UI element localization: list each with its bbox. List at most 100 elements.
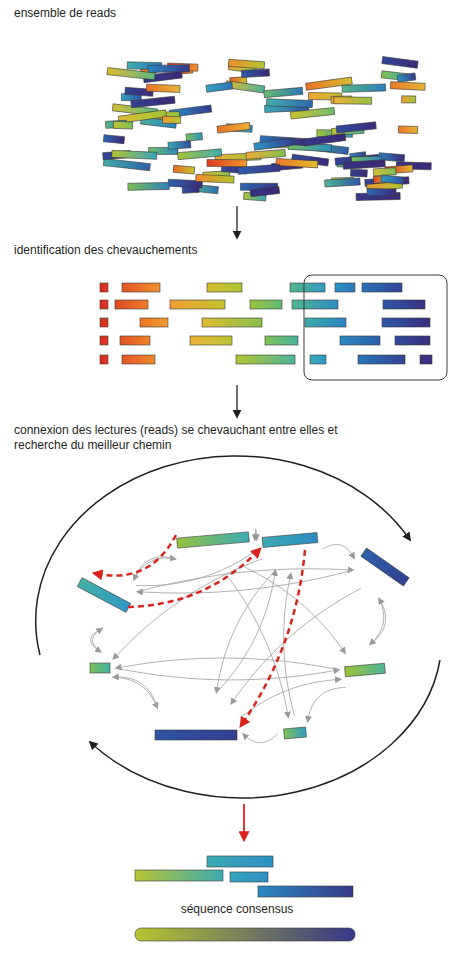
read-bar <box>276 158 318 167</box>
best-path <box>241 550 305 726</box>
overlap-link <box>113 559 262 659</box>
read-bar <box>112 150 157 159</box>
read-bar <box>266 99 312 108</box>
overlap-link <box>137 569 353 592</box>
read-bar <box>334 97 372 105</box>
aligned-read <box>395 336 430 345</box>
read-bar <box>146 84 180 92</box>
aligned-read <box>362 283 402 292</box>
overlap-link <box>216 570 275 692</box>
read-bar <box>246 149 286 159</box>
graph-read <box>90 663 110 673</box>
read-bar <box>336 122 376 133</box>
label-holder: ensemble de reads <box>14 6 314 21</box>
result-arrow <box>243 804 245 840</box>
aligned-read <box>115 300 148 309</box>
consensus-read <box>135 870 223 881</box>
read-bar <box>148 65 189 73</box>
graph-read <box>177 532 250 548</box>
consensus-read <box>230 872 268 882</box>
read-bar <box>381 175 404 184</box>
graph-read <box>284 727 307 739</box>
aligned-read <box>358 355 405 364</box>
aligned-read <box>383 300 425 309</box>
aligned-read <box>170 300 225 309</box>
read-bar <box>250 186 280 196</box>
read-bar <box>182 185 199 193</box>
consensus-read <box>258 886 353 897</box>
read-bar <box>373 168 396 176</box>
read-bar <box>113 121 133 129</box>
overlap-link <box>308 687 346 721</box>
read-bar <box>304 134 346 146</box>
consensus-read <box>207 856 273 867</box>
step-label: connexion des lectures (reads) se chevau… <box>14 423 376 453</box>
overlap-link <box>240 679 341 718</box>
read-bar <box>206 82 233 92</box>
result-label: séquence consensus <box>137 902 337 917</box>
label-holder: identification des chevauchements <box>14 243 414 258</box>
read-bar <box>217 122 250 133</box>
aligned-read <box>250 300 282 309</box>
overlap-link <box>370 598 386 644</box>
overlap-link <box>137 570 353 593</box>
best-path <box>94 535 176 576</box>
overlap-link <box>216 570 275 692</box>
aligned-read <box>290 283 325 292</box>
step-arrow <box>236 385 237 417</box>
graph-read <box>155 730 237 740</box>
aligned-read <box>207 283 242 292</box>
read-bar <box>186 133 203 141</box>
read-bar <box>207 159 247 166</box>
aligned-read <box>120 336 150 345</box>
read-bar <box>325 178 361 187</box>
read-bar <box>254 138 294 150</box>
overlap-link <box>322 544 354 558</box>
aligned-reads <box>100 283 432 364</box>
aligned-read <box>420 355 432 364</box>
aligned-read <box>310 355 326 364</box>
overlap-link <box>116 658 339 670</box>
read-bar <box>350 169 367 177</box>
aligned-read <box>202 318 262 327</box>
zoom-frame <box>304 275 447 380</box>
read-bar <box>390 82 425 91</box>
step-label: ensemble de reads <box>14 6 314 21</box>
read-bar <box>241 69 269 78</box>
overlap-link <box>116 668 339 680</box>
read-bar <box>382 57 418 69</box>
step-label: identification des chevauchements <box>14 243 414 258</box>
read-bar <box>178 149 222 160</box>
best-path <box>128 549 260 607</box>
read-bar <box>103 135 124 144</box>
read-bar <box>290 107 334 119</box>
aligned-read <box>122 283 160 292</box>
read-bar <box>343 160 385 169</box>
read-bar <box>196 174 234 183</box>
aligned-read <box>340 336 380 345</box>
graph-read <box>77 578 130 613</box>
overlap-graph <box>36 456 440 798</box>
read-cloud <box>103 57 432 201</box>
overlap-link <box>255 529 257 540</box>
aligned-read <box>140 318 168 327</box>
overlap-link <box>134 557 176 580</box>
step-arrow <box>236 206 237 238</box>
graph-read <box>361 548 409 586</box>
read-bar <box>398 126 417 134</box>
read-bar <box>397 73 416 82</box>
aligned-read <box>190 336 232 345</box>
read-bar <box>228 59 264 69</box>
read-bar <box>367 189 396 197</box>
read-bar <box>402 96 416 103</box>
consensus-sequence <box>135 928 355 941</box>
aligned-read <box>100 318 108 327</box>
overlap-link <box>91 628 103 652</box>
aligned-read <box>335 283 355 292</box>
overlap-link <box>243 733 278 742</box>
overlap-link <box>113 677 157 708</box>
read-bar <box>264 87 303 97</box>
aligned-read <box>265 336 298 345</box>
overlap-link <box>113 677 157 708</box>
